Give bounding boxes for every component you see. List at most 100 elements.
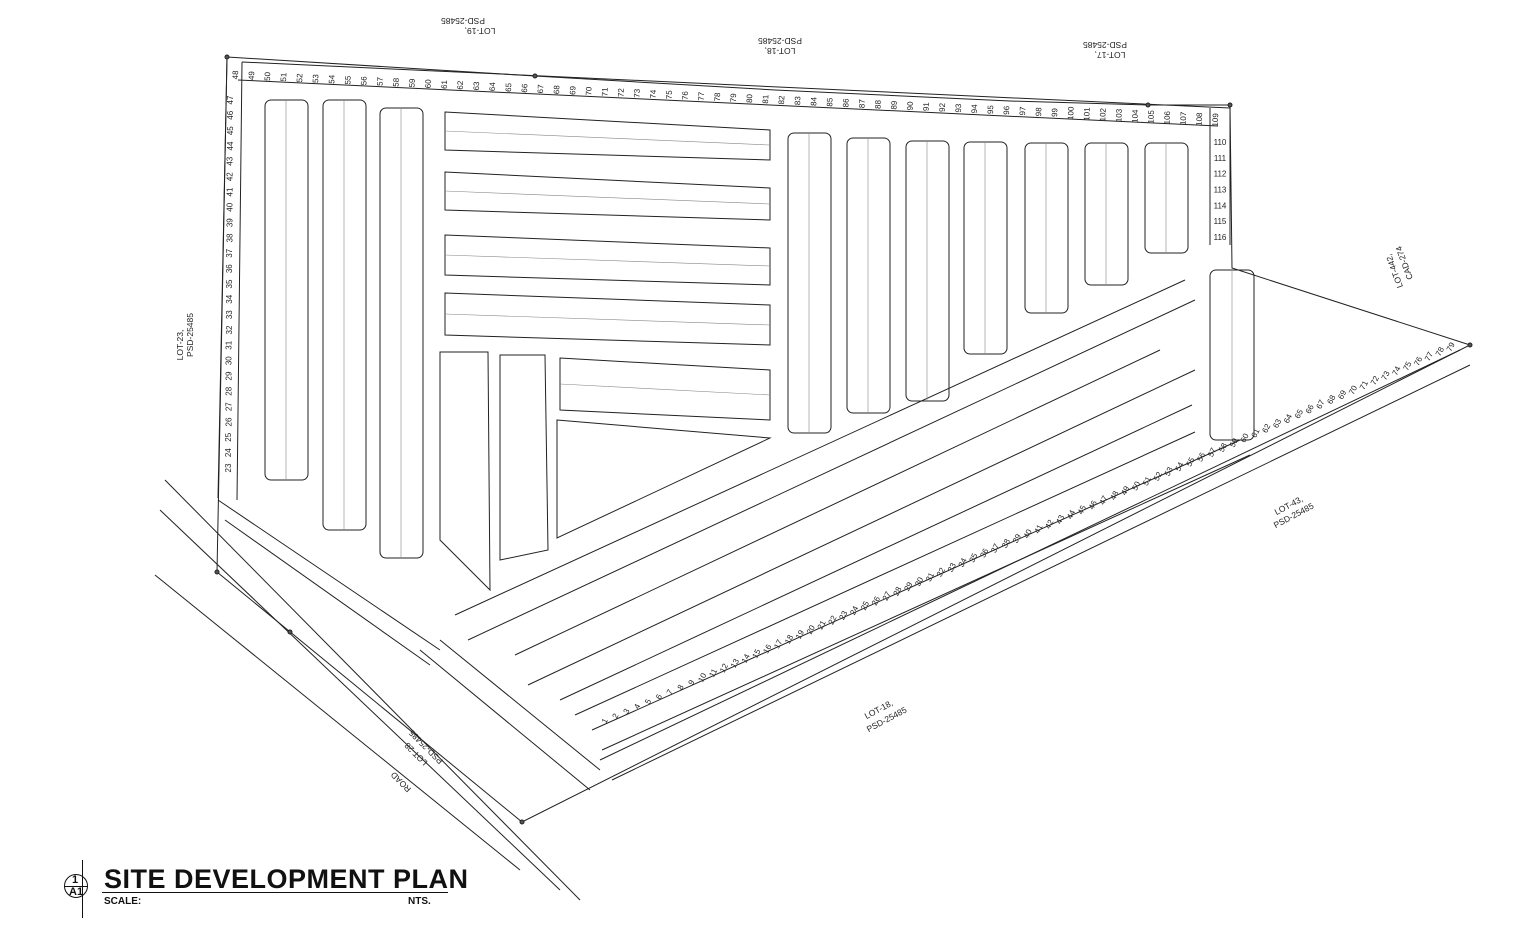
lot-number: 39 (1011, 532, 1023, 545)
lot-number: 81 (761, 94, 770, 104)
lot-number: 80 (745, 93, 754, 103)
lot-number: 45 (1076, 503, 1088, 516)
diagonal-lot-rows (454, 279, 1471, 781)
lot-number: 62 (1260, 422, 1272, 435)
lot-number: 31 (924, 571, 936, 584)
lot-number: 103 (1114, 108, 1123, 122)
lot-subdivision-lines (285, 100, 1233, 558)
boundary-markers (214, 54, 1473, 825)
lot-number: 74 (649, 89, 658, 99)
lot-number: 3 (621, 707, 631, 716)
lot-number: 43 (226, 156, 235, 165)
lot-number: 101 (1082, 107, 1091, 121)
lot17-label: LOT-17, (1095, 50, 1126, 60)
lot-number: 40 (225, 202, 234, 211)
lot-number: 83 (793, 96, 802, 106)
lot-number: 4 (632, 702, 642, 711)
lot-number: 31 (225, 340, 234, 349)
lot-number: 111 (1214, 154, 1227, 163)
lot-number: 115 (1214, 217, 1227, 226)
lot-number: 79 (729, 93, 738, 103)
lot-number: 91 (922, 101, 931, 111)
lot-number: 69 (568, 85, 577, 95)
lot-number: 51 (279, 72, 288, 82)
lot-number: 73 (1380, 369, 1392, 382)
lot-number: 42 (1043, 518, 1055, 531)
lot17-psd-label: PSD-25485 (1083, 40, 1127, 50)
lot-number: 33 (225, 310, 234, 319)
lot-number: 104 (1130, 109, 1139, 123)
lot-number: 75 (665, 90, 674, 100)
title-underline (102, 892, 448, 893)
lot-number: 112 (1214, 170, 1227, 179)
lot-number: 6 (654, 692, 664, 701)
lot-number: 67 (1315, 398, 1327, 411)
lot-number: 49 (247, 70, 256, 80)
lot-number: 9 (687, 678, 697, 687)
lot-number: 109 (1211, 113, 1220, 127)
lot-number: 58 (1217, 441, 1229, 454)
lot-number: 11 (707, 667, 719, 679)
lot-number: 76 (1412, 355, 1424, 368)
lot-number: 73 (632, 88, 641, 98)
lot-number: 52 (1152, 470, 1164, 483)
scale-label: SCALE: (104, 896, 142, 907)
lot-number: 38 (1000, 537, 1012, 550)
lot-number: 35 (968, 551, 980, 564)
lot-number: 46 (1087, 499, 1099, 512)
lot-number: 44 (1065, 508, 1077, 521)
lower-left-lots (217, 499, 601, 791)
road-lines (154, 479, 581, 901)
lot-number: 59 (1228, 436, 1240, 449)
lot-number: 28 (224, 386, 233, 395)
lot-number: 72 (616, 87, 625, 97)
lot-number: 68 (552, 85, 561, 95)
lot-number: 60 (1239, 431, 1251, 444)
lot-number: 64 (488, 82, 497, 92)
lot-number: 53 (1163, 465, 1175, 478)
lot-number: 48 (1109, 489, 1121, 502)
lot-number: 108 (1195, 112, 1204, 126)
lot-number: 23 (224, 463, 233, 472)
lot-number: 65 (1293, 407, 1305, 420)
lot-number: 79 (1445, 340, 1457, 353)
lot-number: 61 (1250, 427, 1262, 440)
lot-number: 71 (1358, 379, 1370, 392)
lot19-psd-label: PSD-25485 (441, 16, 485, 26)
left-perimeter-column (217, 56, 243, 501)
top-perimeter-row (237, 61, 1231, 127)
lot-number: 24 (224, 448, 233, 457)
lot19-label: LOT-19, (465, 26, 496, 36)
lot-number: 10 (696, 671, 708, 684)
lot-number: 50 (263, 71, 272, 81)
lot-number: 114 (1214, 201, 1227, 210)
lot-number: 34 (225, 294, 234, 303)
lot-number: 32 (225, 325, 234, 334)
lot-number: 88 (873, 99, 882, 109)
lot-number: 95 (986, 104, 995, 114)
lot-number: 56 (1195, 451, 1207, 464)
title-block: 1 A1 SITE DEVELOPMENT PLAN SCALE: NTS. (56, 858, 476, 918)
lot-number: 99 (1050, 107, 1059, 117)
lot-number: 61 (440, 79, 449, 89)
lot-number: 67 (536, 84, 545, 94)
lot-number: 71 (600, 87, 609, 97)
lot-number: 76 (681, 90, 690, 100)
lot-number: 86 (841, 98, 850, 108)
lot-number: 89 (890, 100, 899, 110)
lot-number: 33 (946, 561, 958, 574)
lot-number: 58 (392, 77, 401, 87)
lot-number: 29 (225, 371, 234, 380)
lot-number: 55 (343, 75, 352, 85)
lot-number: 47 (226, 95, 235, 104)
lot-number: 98 (1034, 107, 1043, 117)
scale-value: NTS. (408, 896, 431, 907)
lot-number: 63 (472, 81, 481, 91)
lot-number: 60 (424, 79, 433, 89)
lot18-top-label: LOT-18, (765, 46, 796, 56)
lot-number: 34 (957, 556, 969, 569)
lot-number: 57 (375, 76, 384, 86)
lot-number: 27 (224, 402, 233, 411)
